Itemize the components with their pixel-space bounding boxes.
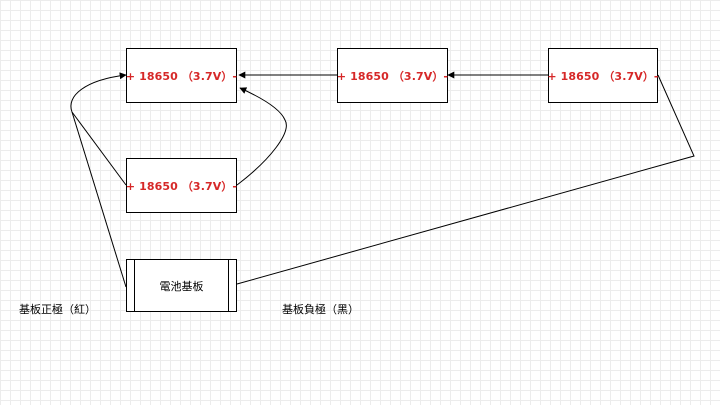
connector-board-to-junction <box>71 111 127 288</box>
battery-board-label: 電池基板 <box>159 279 204 293</box>
battery-board-right-edge <box>228 260 236 311</box>
connector-b4-to-junction <box>71 111 127 186</box>
battery-cell-2[interactable]: + 18650 （3.7V）- <box>337 48 448 103</box>
battery-cell-3-label: + 18650 （3.7V）- <box>547 69 659 83</box>
battery-cell-3[interactable]: + 18650 （3.7V）- <box>547 48 659 103</box>
connector-b3-to-board <box>236 74 695 285</box>
battery-board[interactable]: 電池基板 <box>126 259 237 312</box>
battery-cell-4[interactable]: + 18650 （3.7V）- <box>126 158 237 213</box>
battery-cell-1[interactable]: + 18650 （3.7V）- <box>126 48 237 103</box>
battery-board-left-edge <box>127 260 135 311</box>
battery-cell-1-label: + 18650 （3.7V）- <box>125 69 238 83</box>
connector-b4-to-b1 <box>236 87 287 186</box>
battery-cell-2-label: + 18650 （3.7V）- <box>336 69 449 83</box>
connector-board-to-b1 <box>70 72 127 113</box>
board-positive-label: 基板正極（紅） <box>19 303 96 316</box>
board-negative-label: 基板負極（黑） <box>282 303 359 316</box>
battery-cell-4-label: + 18650 （3.7V）- <box>125 179 238 193</box>
